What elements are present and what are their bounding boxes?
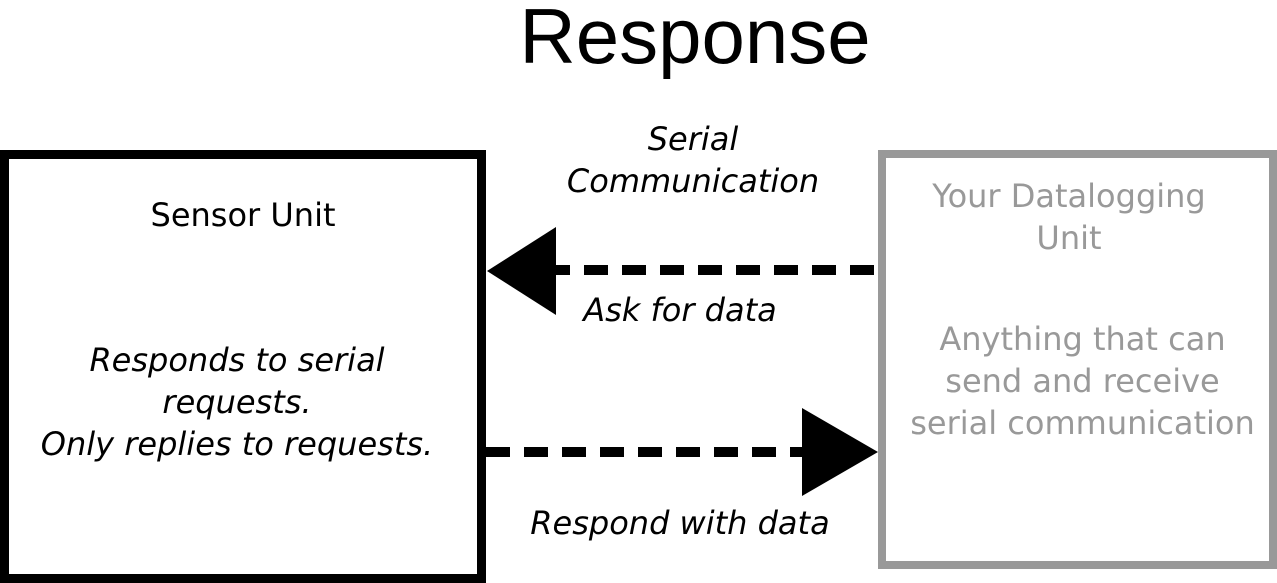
datalogging-description-line: send and receive	[945, 362, 1220, 400]
datalogging-description-line: Anything that can	[939, 320, 1226, 358]
request-arrow	[487, 227, 874, 315]
serial-label-line: Communication	[566, 162, 820, 200]
diagram-title: Response	[519, 0, 871, 80]
sensor-unit-description: Responds to serial requests. Only replie…	[0, 339, 474, 465]
datalogging-description-line: serial communication	[910, 404, 1255, 442]
datalogging-unit-name: Your Datalogging Unit	[868, 175, 1270, 259]
datalogging-unit-box	[878, 150, 1277, 569]
response-arrow-label: Respond with data	[530, 504, 830, 542]
sensor-description-line: Responds to serial	[89, 341, 385, 379]
serial-label-line: Serial	[647, 120, 739, 158]
sensor-description-line: Only replies to requests.	[40, 425, 434, 463]
sensor-unit-name: Sensor Unit	[150, 196, 336, 234]
request-arrow-label: Ask for data	[583, 291, 777, 329]
response-arrow	[486, 408, 878, 496]
datalogging-unit-description: Anything that can send and receive seria…	[880, 318, 1277, 444]
datalogging-name-line: Unit	[1036, 219, 1102, 257]
request-arrow-head	[487, 227, 556, 315]
sensor-unit-box	[0, 150, 486, 583]
sensor-description-line: requests.	[162, 383, 312, 421]
response-arrow-head	[802, 408, 878, 496]
datalogging-name-line: Your Datalogging	[932, 177, 1206, 215]
serial-communication-label: Serial Communication	[560, 118, 826, 202]
